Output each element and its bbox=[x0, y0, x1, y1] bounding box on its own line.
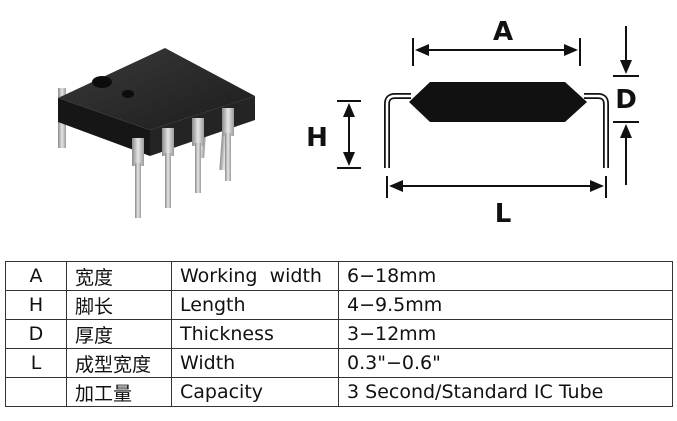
cell-value: 4−9.5mm bbox=[338, 290, 673, 320]
cell-english: Length bbox=[171, 290, 339, 320]
table-row: H 脚长 Length 4−9.5mm bbox=[5, 290, 673, 320]
cell-english: Working width bbox=[171, 261, 339, 291]
label-h: H bbox=[306, 123, 328, 153]
label-d: D bbox=[615, 85, 637, 115]
cell-chinese: 成型宽度 bbox=[66, 348, 172, 378]
cell-chinese: 厚度 bbox=[66, 319, 172, 349]
dimension-h: H bbox=[306, 100, 361, 169]
cell-symbol bbox=[5, 377, 67, 407]
cell-symbol: A bbox=[5, 261, 67, 291]
dip-ic-photo bbox=[58, 48, 255, 218]
cell-value: 6−18mm bbox=[338, 261, 673, 291]
dimension-l: L bbox=[386, 176, 607, 229]
dimension-diagram: A H D L bbox=[306, 17, 639, 229]
cell-symbol: H bbox=[5, 290, 67, 320]
table-row: A 宽度 Working width 6−18mm bbox=[5, 261, 673, 291]
spec-table: A 宽度 Working width 6−18mm H 脚长 Length 4−… bbox=[5, 261, 673, 407]
cell-value: 0.3"−0.6" bbox=[338, 348, 673, 378]
chip-leg-right bbox=[584, 93, 609, 168]
dimension-a: A bbox=[412, 17, 581, 66]
cell-english: Width bbox=[171, 348, 339, 378]
label-a: A bbox=[493, 17, 513, 47]
cell-english: Capacity bbox=[171, 377, 339, 407]
dimension-d: D bbox=[613, 26, 639, 185]
cell-value: 3−12mm bbox=[338, 319, 673, 349]
table-row: 加工量 Capacity 3 Second/Standard IC Tube bbox=[5, 377, 673, 407]
chip-body bbox=[409, 82, 587, 122]
chip-leg-left bbox=[384, 93, 411, 168]
cell-symbol: L bbox=[5, 348, 67, 378]
table-row: D 厚度 Thickness 3−12mm bbox=[5, 319, 673, 349]
table-row: L 成型宽度 Width 0.3"−0.6" bbox=[5, 348, 673, 378]
cell-chinese: 脚长 bbox=[66, 290, 172, 320]
cell-value: 3 Second/Standard IC Tube bbox=[338, 377, 673, 407]
cell-symbol: D bbox=[5, 319, 67, 349]
cell-chinese: 加工量 bbox=[66, 377, 172, 407]
cell-english: Thickness bbox=[171, 319, 339, 349]
label-l: L bbox=[495, 199, 512, 229]
cell-chinese: 宽度 bbox=[66, 261, 172, 291]
